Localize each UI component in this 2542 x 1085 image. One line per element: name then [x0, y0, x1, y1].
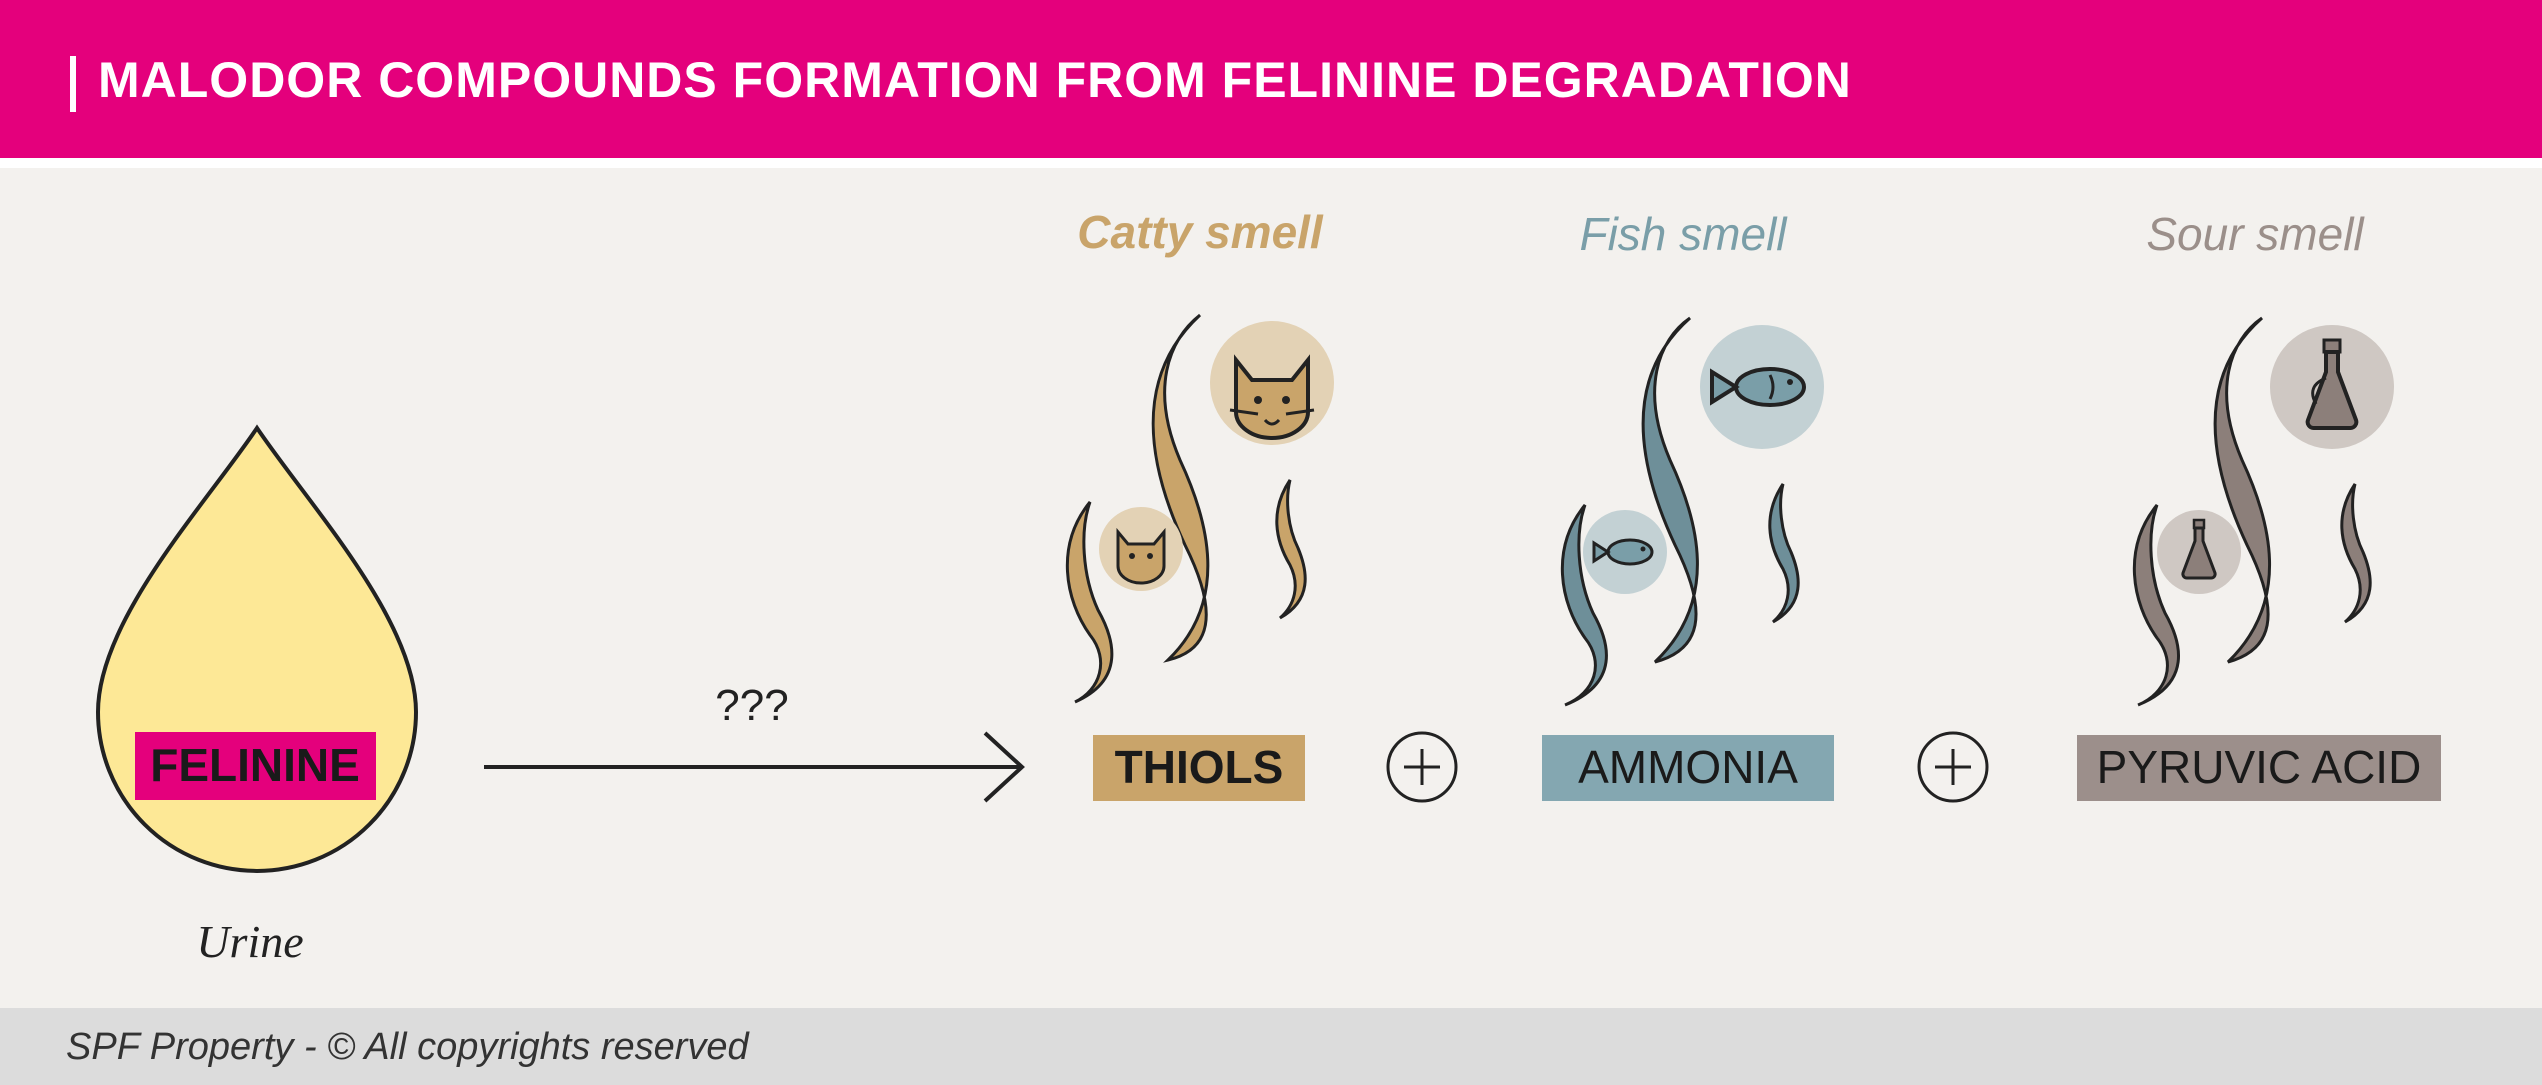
pyruvic-group: Sour smell PYRUVIC ACID: [2077, 208, 2441, 801]
pyruvic-vapor-icon: [2132, 316, 2372, 707]
fish-icon: [1700, 325, 1824, 449]
copyright-text: SPF Property - © All copyrights reserved: [66, 1026, 749, 1068]
oil-bottle-icon: [2157, 510, 2241, 594]
cat-face-icon: [1099, 507, 1183, 591]
thiols-label: THIOLS: [1115, 741, 1284, 793]
plus-sign-2: [1917, 731, 1989, 803]
drop-shape: [95, 424, 419, 873]
pyruvic-smell-label: Sour smell: [2146, 208, 2365, 260]
page-title: MALODOR COMPOUNDS FORMATION FROM FELININ…: [98, 52, 1852, 108]
felinine-label-box: [135, 732, 376, 800]
urine-drop: FELININE Urine: [95, 424, 419, 967]
thiols-smell-label: Catty smell: [1077, 206, 1324, 258]
cat-face-icon: [1210, 321, 1334, 445]
plus-circle-icon: [1917, 731, 1989, 803]
ammonia-label: AMMONIA: [1578, 741, 1798, 793]
ammonia-smell-label: Fish smell: [1579, 208, 1788, 260]
ammonia-group: Fish smell AMMONIA: [1542, 208, 1834, 801]
header-divider: [0, 158, 2542, 168]
thiols-vapor-icon: [1065, 313, 1307, 704]
ammonia-badge: [1542, 735, 1834, 801]
plus-circle-icon: [1386, 731, 1458, 803]
urine-caption: Urine: [196, 916, 303, 967]
diagram-canvas: FELININE Urine ??? Catty smell: [95, 206, 2441, 967]
reaction-arrow: ???: [484, 681, 1025, 803]
ammonia-vapor-icon: [1560, 316, 1800, 707]
oil-bottle-icon: [2270, 325, 2394, 449]
header-accent-bar: [70, 56, 76, 112]
fish-icon: [1583, 510, 1667, 594]
arrow-head-icon: [983, 731, 1025, 803]
thiols-group: Catty smell THIOLS: [1065, 206, 1334, 801]
plus-sign-1: [1386, 731, 1458, 803]
arrow-label: ???: [715, 681, 788, 730]
pyruvic-label: PYRUVIC ACID: [2097, 741, 2422, 793]
footer-bar: SPF Property - © All copyrights reserved: [0, 1008, 2542, 1085]
felinine-label: FELININE: [150, 739, 360, 791]
header-banner: MALODOR COMPOUNDS FORMATION FROM FELININ…: [0, 0, 2542, 158]
pyruvic-badge: [2077, 735, 2441, 801]
thiols-badge: [1093, 735, 1305, 801]
